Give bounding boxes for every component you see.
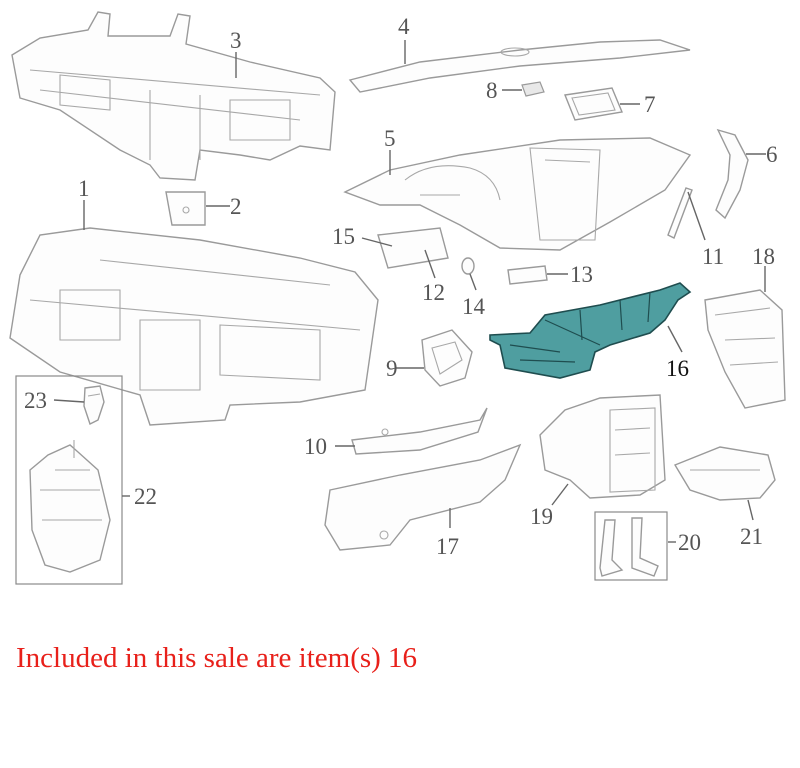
part-2-bracket [165, 191, 206, 226]
part-20-box [594, 511, 668, 581]
callout-13: 13 [570, 262, 593, 287]
part-1-dash-carrier [9, 227, 379, 426]
part-22-box [15, 375, 123, 585]
callout-12: 12 [422, 280, 445, 305]
diagram-canvas: 1 2 3 4 5 6 7 8 9 10 11 12 13 14 15 16 1… [9, 11, 786, 585]
part-3-upper-dash-frame [11, 11, 336, 181]
part-6-end-cap [715, 128, 749, 220]
callout-11: 11 [702, 244, 724, 269]
part-22-shifter-assembly [29, 440, 111, 573]
part-18-center-bezel [704, 289, 786, 409]
callout-8: 8 [486, 78, 498, 103]
part-4-top-trim-strip [348, 39, 691, 93]
callout-5: 5 [384, 126, 396, 151]
callout-18: 18 [752, 244, 775, 269]
callout-2: 2 [230, 194, 242, 219]
part-19-center-stack [539, 394, 666, 499]
callout-22: 22 [134, 484, 157, 509]
part-12-left-bezel [377, 227, 449, 269]
part-5-instrument-panel [343, 137, 692, 251]
callout-14: 14 [462, 294, 486, 319]
sale-caption: Included in this sale are item(s) 16 [16, 642, 418, 674]
callout-19: 19 [530, 504, 553, 529]
part-23-shift-knob [83, 385, 105, 425]
callout-4: 4 [398, 14, 410, 39]
callout-17: 17 [436, 534, 459, 559]
callout-21: 21 [740, 524, 763, 549]
callout-9: 9 [386, 356, 398, 381]
part-14-knob [461, 257, 475, 275]
callout-15: 15 [332, 224, 355, 249]
part-8-clip [521, 81, 545, 97]
part-16-cross-car-beam [489, 282, 692, 379]
callout-10: 10 [304, 434, 327, 459]
callout-20: 20 [678, 530, 701, 555]
part-20-brackets [599, 517, 659, 577]
callout-1: 1 [78, 176, 90, 201]
part-9-steering-cover [421, 329, 473, 387]
callout-23: 23 [24, 388, 47, 413]
part-7-bezel-frame [564, 87, 623, 121]
part-10-lower-trim [351, 407, 488, 455]
part-21-storage-bin [673, 446, 776, 501]
callout-16: 16 [666, 356, 689, 381]
callout-3: 3 [230, 28, 242, 53]
part-13-switch-plate [507, 265, 548, 285]
callout-7: 7 [644, 92, 656, 117]
callout-6: 6 [766, 142, 778, 167]
part-11-trim-strip [667, 187, 693, 239]
part-17-knee-panel [324, 443, 522, 551]
leader-lines [53, 40, 766, 543]
